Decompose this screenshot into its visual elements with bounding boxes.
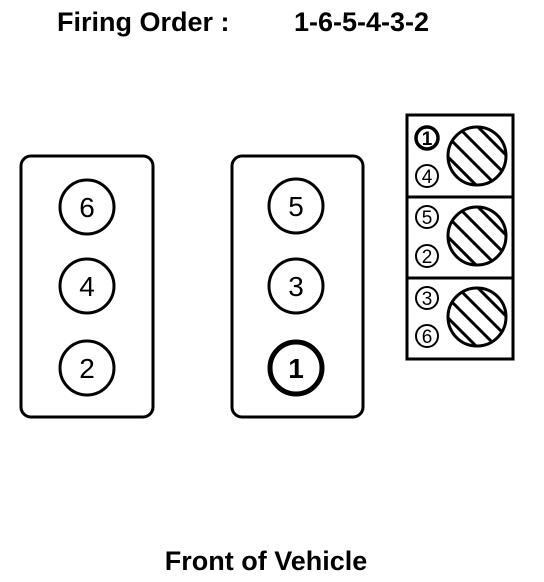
firing-order-label: Firing Order : <box>57 7 230 37</box>
firing-order-value: 1-6-5-4-3-2 <box>294 7 429 37</box>
terminal-label: 5 <box>422 208 433 229</box>
terminal-label: 4 <box>422 167 433 188</box>
terminal-4-circle <box>415 164 439 188</box>
coil-pack-outline <box>405 113 515 361</box>
terminal-6-circle <box>415 324 439 348</box>
terminal-3-circle <box>415 286 439 310</box>
terminal-5-circle <box>415 205 439 229</box>
cylinder-1: 1 <box>267 339 325 397</box>
cylinder-2: 2 <box>58 339 116 397</box>
front-of-vehicle-label: Front of Vehicle <box>165 546 368 576</box>
left-bank-outline <box>19 154 155 419</box>
coil-tower-icon <box>446 205 508 267</box>
cylinder-number: 2 <box>79 353 95 384</box>
cylinder-6: 6 <box>58 178 116 236</box>
coil-3: 3 6 <box>415 286 508 348</box>
terminal-1-circle <box>414 125 440 151</box>
coil-2: 5 2 <box>415 205 508 268</box>
cylinder-4: 4 <box>58 257 116 315</box>
terminal-label: 3 <box>422 289 433 310</box>
terminal-label: 1 <box>422 129 433 150</box>
left-engine-bank: 6 4 2 <box>19 154 155 419</box>
coil-tower-icon <box>446 286 508 348</box>
terminal-label: 6 <box>422 327 433 348</box>
cylinder-number: 4 <box>79 271 95 302</box>
terminal-label: 2 <box>422 247 433 268</box>
cylinder-number: 3 <box>288 271 304 302</box>
coil-tower-icon <box>446 125 508 187</box>
right-bank-outline <box>230 154 365 419</box>
cylinder-number: 1 <box>288 353 304 384</box>
coil-pack: 1 4 5 2 <box>405 113 515 361</box>
coil-1: 1 4 <box>414 125 508 188</box>
cylinder-number: 5 <box>288 191 304 222</box>
cylinder-3: 3 <box>267 257 325 315</box>
cylinder-number: 6 <box>79 192 95 223</box>
terminal-2-circle <box>415 244 439 268</box>
right-engine-bank: 5 3 1 <box>230 154 365 419</box>
cylinder-5: 5 <box>267 177 325 235</box>
